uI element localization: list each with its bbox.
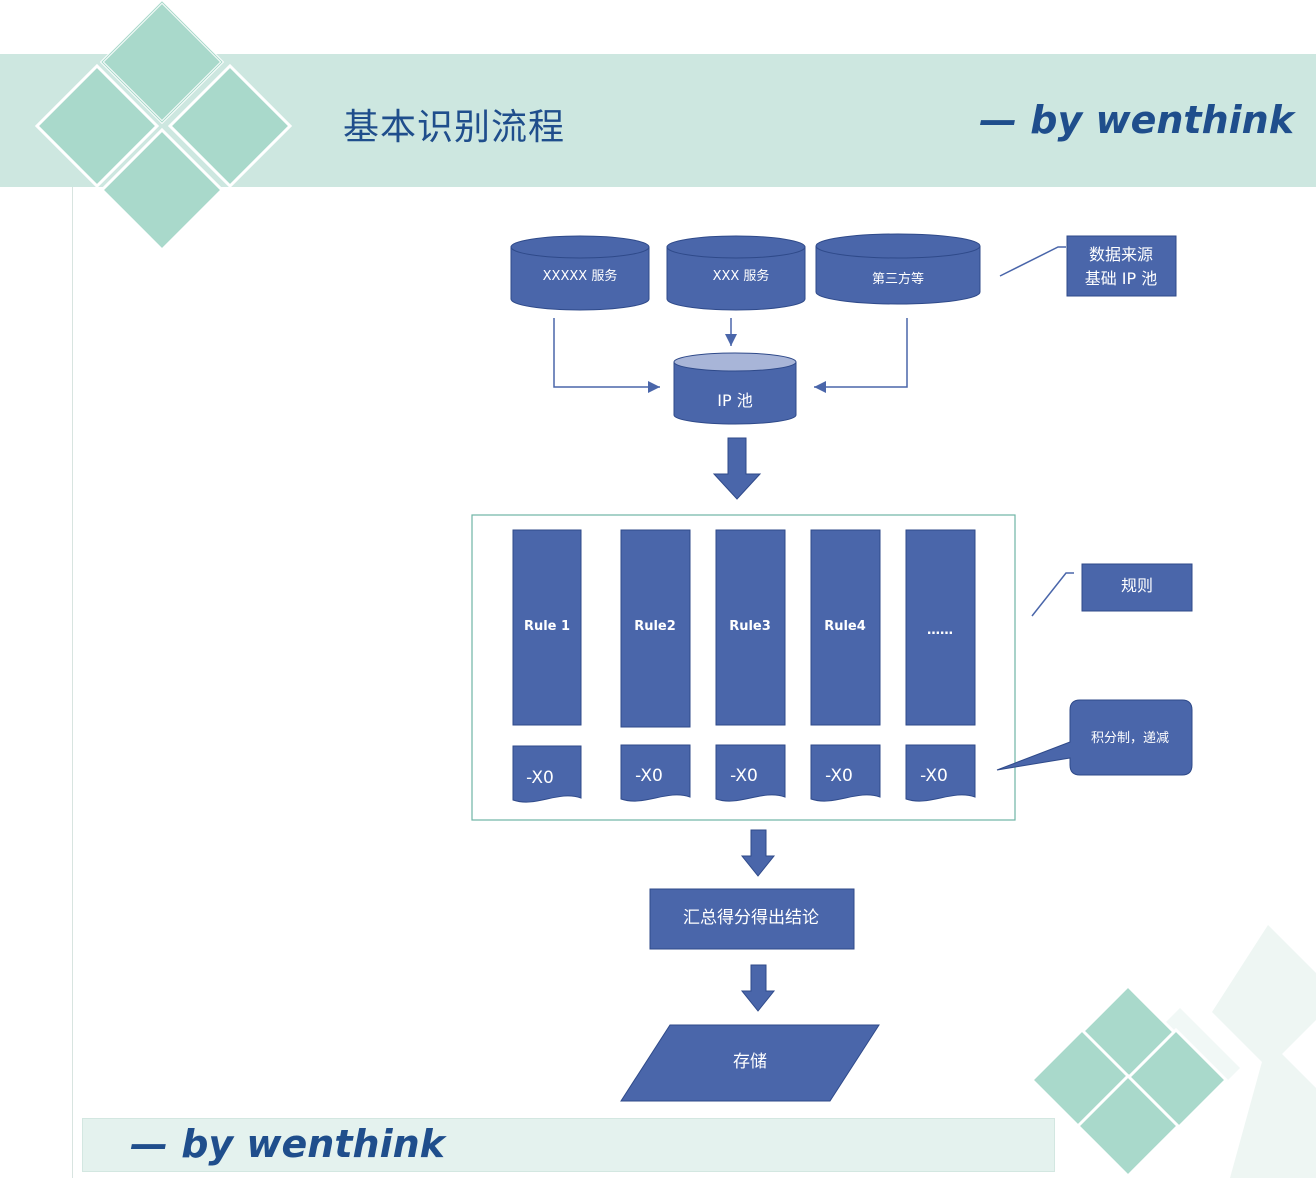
rule-label-4: Rule4 bbox=[824, 619, 866, 634]
source-note-line1: 数据来源 bbox=[1089, 245, 1153, 264]
arrow-source3-to-pool bbox=[814, 318, 908, 393]
rule-box-5 bbox=[905, 529, 976, 726]
score-note-bubble bbox=[996, 699, 1193, 776]
rule-label-5: …… bbox=[927, 623, 953, 638]
bottom-right-diamonds bbox=[1029, 925, 1316, 1178]
ip-pool-label: IP 池 bbox=[717, 391, 752, 410]
storage-shape bbox=[620, 1024, 880, 1102]
rules-note-line bbox=[1031, 572, 1074, 617]
rule-label-1: Rule 1 bbox=[524, 619, 570, 634]
summary-box bbox=[649, 888, 855, 950]
source-cylinder-2: XXX 服务 bbox=[666, 235, 806, 311]
rule-column-5: …… -X0 bbox=[905, 529, 976, 802]
rule-column-4: Rule4 -X0 bbox=[810, 529, 881, 802]
score-doc-3 bbox=[715, 744, 786, 802]
score-label-2: -X0 bbox=[635, 766, 663, 786]
source-cylinder-3: 第三方等 bbox=[815, 233, 981, 305]
score-label-5: -X0 bbox=[920, 766, 948, 786]
source-note-line bbox=[999, 246, 1066, 277]
score-doc-2 bbox=[620, 744, 691, 802]
source-cylinder-1: XXXXX 服务 bbox=[510, 235, 650, 311]
score-doc-5 bbox=[905, 744, 976, 802]
rules-note-box bbox=[1081, 563, 1193, 612]
arrow-source1-to-pool bbox=[553, 318, 660, 393]
source-label-3: 第三方等 bbox=[872, 271, 924, 287]
source-note-box bbox=[1066, 235, 1177, 297]
top-left-diamonds bbox=[34, 0, 293, 253]
rule-column-2: Rule2 -X0 bbox=[620, 529, 691, 802]
footer-band bbox=[82, 1118, 1055, 1172]
left-divider bbox=[72, 187, 73, 1178]
score-doc-4 bbox=[810, 744, 881, 802]
score-note-label: 积分制，递减 bbox=[1091, 731, 1169, 746]
rule-box-3 bbox=[715, 529, 786, 726]
storage-label: 存储 bbox=[733, 1052, 767, 1072]
rule-label-3: Rule3 bbox=[729, 619, 771, 634]
score-label-4: -X0 bbox=[825, 766, 853, 786]
source-note-line2: 基础 IP 池 bbox=[1085, 269, 1158, 288]
big-arrow-rules-to-summary bbox=[740, 829, 776, 877]
score-doc-1 bbox=[512, 745, 582, 803]
source-label-1: XXXXX 服务 bbox=[543, 268, 618, 284]
header-byline: — by wenthink bbox=[979, 98, 1294, 142]
score-label-1: -X0 bbox=[526, 768, 554, 788]
rule-column-3: Rule3 -X0 bbox=[715, 529, 786, 802]
ip-pool-cylinder: IP 池 bbox=[673, 352, 797, 425]
rule-column-1: Rule 1 -X0 bbox=[512, 529, 582, 803]
source-label-2: XXX 服务 bbox=[713, 268, 770, 284]
big-arrow-pool-to-rules bbox=[712, 437, 762, 500]
big-arrow-summary-to-storage bbox=[740, 964, 776, 1012]
rule-label-2: Rule2 bbox=[634, 619, 676, 634]
summary-label: 汇总得分得出结论 bbox=[683, 908, 819, 928]
rule-box-1 bbox=[512, 529, 582, 726]
score-label-3: -X0 bbox=[730, 766, 758, 786]
page-title: 基本识别流程 bbox=[343, 107, 566, 148]
footer-byline: — by wenthink bbox=[130, 1122, 445, 1166]
rule-box-4 bbox=[810, 529, 881, 726]
rules-note-label: 规则 bbox=[1121, 576, 1153, 595]
rule-box-2 bbox=[620, 529, 691, 728]
